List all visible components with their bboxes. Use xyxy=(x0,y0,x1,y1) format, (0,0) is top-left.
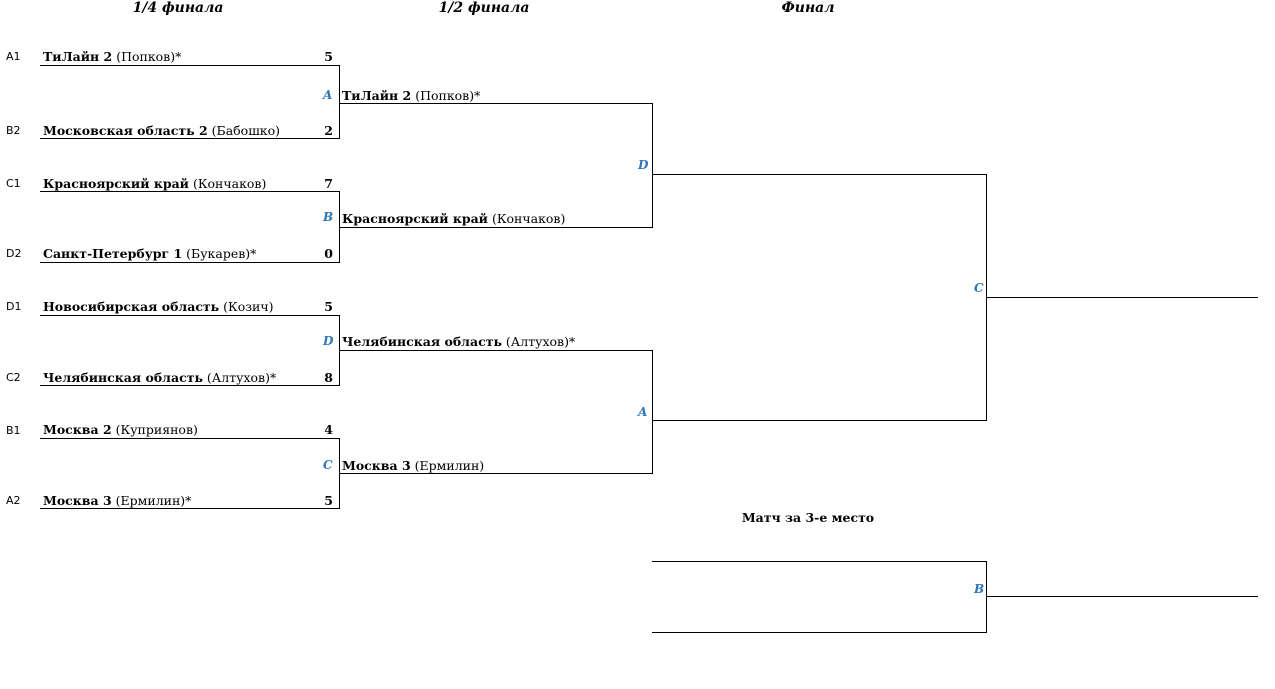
match-code: C xyxy=(974,281,984,295)
seed-label: D2 xyxy=(6,247,22,260)
bracket-line xyxy=(652,632,987,633)
qf-team: Санкт-Петербург 1 (Букарев)* xyxy=(43,246,256,261)
bracket-line xyxy=(40,315,340,316)
team-coach: (Козич) xyxy=(223,299,274,314)
team-coach: (Куприянов) xyxy=(115,422,198,437)
team-name: Москва 3 xyxy=(342,458,411,473)
qf-team: Новосибирская область (Козич) xyxy=(43,299,274,314)
bracket-line xyxy=(40,262,340,263)
team-coach: (Ермилин)* xyxy=(115,493,192,508)
team-name: Москва 3 xyxy=(43,493,112,508)
sf-team: Челябинская область (Алтухов)* xyxy=(342,334,575,349)
sf-team: ТиЛайн 2 (Попков)* xyxy=(342,88,480,103)
bracket-line xyxy=(652,174,987,175)
header-final: Финал xyxy=(781,0,835,16)
team-coach: (Кончаков) xyxy=(192,176,267,191)
qf-score: 5 xyxy=(324,493,333,508)
qf-team: Москва 3 (Ермилин)* xyxy=(43,493,191,508)
qf-team: ТиЛайн 2 (Попков)* xyxy=(43,49,181,64)
winner-line xyxy=(986,596,1258,597)
qf-team: Красноярский край (Кончаков) xyxy=(43,176,266,191)
winner-line xyxy=(986,297,1258,298)
team-coach: (Алтухов)* xyxy=(505,334,576,349)
bracket-line xyxy=(339,227,653,228)
third-place-title: Матч за 3-е место xyxy=(741,510,875,525)
qf-score: 8 xyxy=(324,370,333,385)
qf-score: 5 xyxy=(324,299,333,314)
team-coach: (Букарев)* xyxy=(186,246,257,261)
team-coach: (Кончаков) xyxy=(491,211,566,226)
team-coach: (Попков)* xyxy=(415,88,481,103)
seed-label: B2 xyxy=(6,124,21,137)
team-name: Санкт-Петербург 1 xyxy=(43,246,183,261)
bracket-line xyxy=(652,420,987,421)
bracket-line xyxy=(652,561,987,562)
qf-score: 4 xyxy=(324,422,333,437)
seed-label: C2 xyxy=(6,371,21,384)
seed-label: C1 xyxy=(6,177,21,190)
bracket-line xyxy=(40,65,340,66)
bracket-connector xyxy=(339,191,340,262)
qf-team: Челябинская область (Алтухов)* xyxy=(43,370,276,385)
match-code: B xyxy=(323,210,334,224)
seed-label: B1 xyxy=(6,424,21,437)
sf-team: Красноярский край (Кончаков) xyxy=(342,211,565,226)
qf-team: Москва 2 (Куприянов) xyxy=(43,422,198,437)
match-code: D xyxy=(323,334,334,348)
seed-label: A2 xyxy=(6,494,21,507)
header-quarterfinals: 1/4 финала xyxy=(132,0,224,16)
bracket-line xyxy=(339,103,653,104)
bracket-connector xyxy=(339,65,340,138)
team-name: Челябинская область xyxy=(342,334,502,349)
bracket-line xyxy=(40,508,340,509)
qf-score: 7 xyxy=(324,176,333,191)
team-name: Красноярский край xyxy=(43,176,189,191)
team-name: Красноярский край xyxy=(342,211,488,226)
bracket-line xyxy=(40,191,340,192)
sf-team: Москва 3 (Ермилин) xyxy=(342,458,484,473)
team-name: ТиЛайн 2 xyxy=(342,88,412,103)
header-semifinals: 1/2 финала xyxy=(438,0,530,16)
qf-team: Московская область 2 (Бабошко) xyxy=(43,123,280,138)
team-name: Московская область 2 xyxy=(43,123,208,138)
match-code: C xyxy=(323,458,333,472)
seed-label: A1 xyxy=(6,50,21,63)
match-code: D xyxy=(638,158,649,172)
match-code: B xyxy=(974,582,985,596)
bracket-line xyxy=(339,350,653,351)
team-coach: (Алтухов)* xyxy=(206,370,277,385)
team-coach: (Ермилин) xyxy=(414,458,485,473)
match-code: A xyxy=(638,405,648,419)
bracket-connector xyxy=(652,350,653,473)
bracket-line xyxy=(40,385,340,386)
team-name: Челябинская область xyxy=(43,370,203,385)
team-coach: (Бабошко) xyxy=(211,123,281,138)
team-name: ТиЛайн 2 xyxy=(43,49,113,64)
bracket-line xyxy=(339,473,653,474)
qf-score: 0 xyxy=(324,246,333,261)
qf-score: 5 xyxy=(324,49,333,64)
bracket-line xyxy=(40,438,340,439)
seed-label: D1 xyxy=(6,300,22,313)
team-name: Москва 2 xyxy=(43,422,112,437)
qf-score: 2 xyxy=(324,123,333,138)
team-coach: (Попков)* xyxy=(116,49,182,64)
match-code: A xyxy=(323,88,333,102)
bracket-connector xyxy=(652,103,653,227)
bracket-line xyxy=(40,138,340,139)
team-name: Новосибирская область xyxy=(43,299,220,314)
